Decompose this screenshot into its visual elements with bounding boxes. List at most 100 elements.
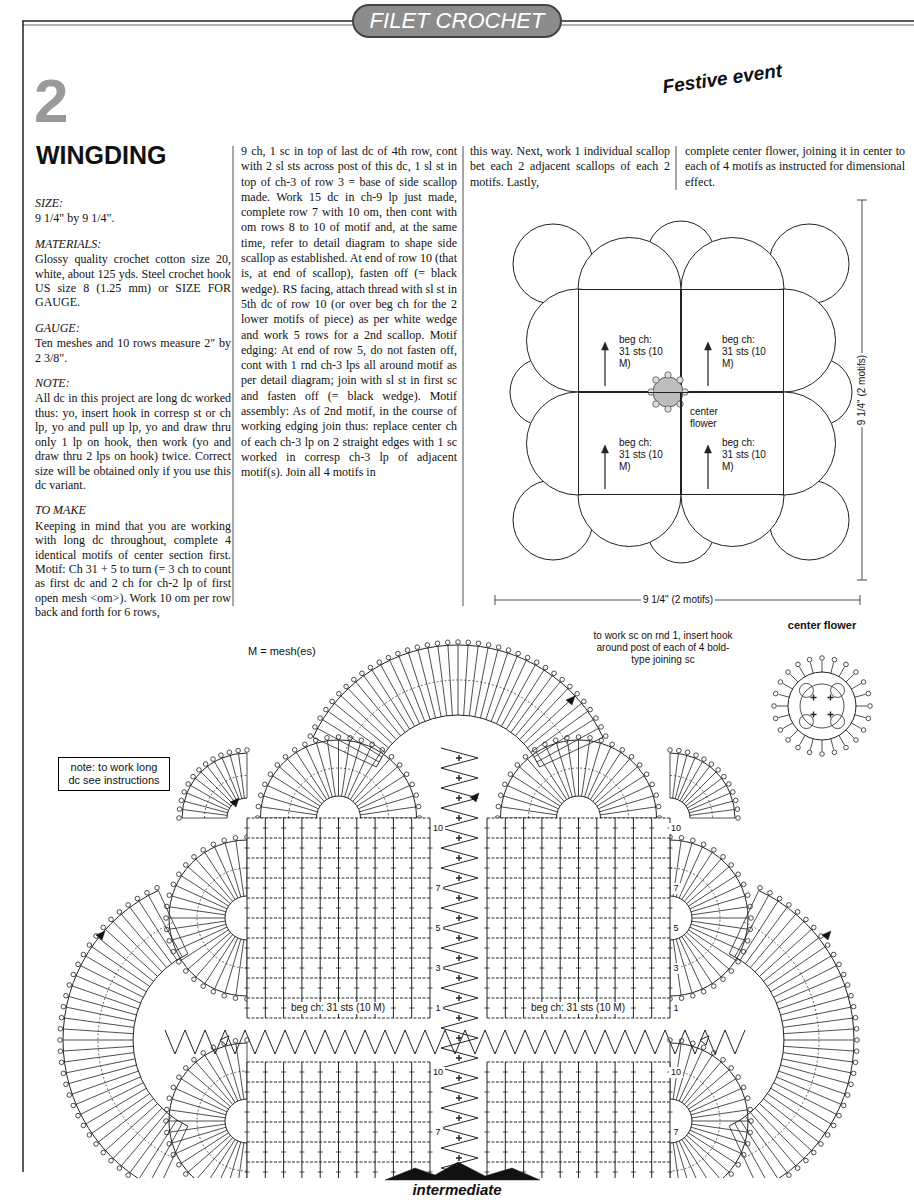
picot — [773, 691, 778, 696]
mesh-grid — [245, 818, 433, 1018]
dc-crossbar — [281, 948, 286, 949]
flower-loop — [799, 715, 813, 729]
picot — [177, 1162, 182, 1167]
picot — [76, 962, 81, 967]
dc-stitch — [63, 1046, 133, 1051]
picot — [67, 1093, 72, 1098]
picot — [94, 1142, 99, 1147]
dc-crossbar — [336, 1152, 341, 1153]
picot — [177, 807, 182, 812]
dc-crossbar — [373, 1172, 378, 1173]
dc-stitch — [783, 723, 793, 729]
picot — [283, 754, 288, 759]
dc-stitch — [760, 929, 812, 976]
flower-petal — [653, 377, 659, 383]
dc-crossbar — [281, 1092, 286, 1093]
dc-crossbar — [558, 1112, 563, 1113]
dc-stitch — [779, 986, 845, 1009]
section-heading: SIZE: — [35, 196, 231, 210]
dc-stitch — [225, 1142, 241, 1178]
dc-stitch — [590, 752, 620, 799]
picot — [192, 1057, 197, 1062]
dc-crossbar — [373, 848, 378, 849]
dc-stitch — [381, 665, 415, 726]
joining-sc — [456, 1035, 462, 1041]
picot — [192, 854, 197, 859]
chain-stitch — [247, 938, 430, 939]
dc-crossbar — [558, 1092, 563, 1093]
picot — [503, 782, 508, 787]
dc-crossbar — [245, 1132, 250, 1133]
dc-crossbar — [391, 1112, 396, 1113]
scallop — [668, 748, 741, 821]
dc-stitch — [633, 1062, 634, 1178]
dc-crossbar — [299, 908, 304, 909]
dc-crossbar — [485, 1008, 490, 1009]
scallop — [58, 885, 188, 1178]
dc-crossbar — [245, 1072, 250, 1073]
picot — [445, 640, 450, 645]
black-wedge — [822, 931, 831, 940]
picot — [820, 752, 825, 757]
dc-crossbar — [539, 828, 544, 829]
dc-stitch — [523, 1062, 524, 1178]
picot — [748, 1130, 753, 1135]
picot — [233, 1039, 238, 1044]
dc-stitch — [784, 1029, 854, 1034]
picot — [741, 1152, 746, 1157]
dc-crossbar — [318, 848, 323, 849]
dc-stitch — [66, 1059, 135, 1073]
dc-crossbar — [318, 1092, 323, 1093]
dc-crossbar — [281, 908, 286, 909]
dc-crossbar — [539, 928, 544, 929]
dimension-tick — [857, 200, 867, 580]
dc-stitch — [822, 661, 823, 672]
picot — [745, 1142, 750, 1147]
scallop — [729, 885, 859, 1178]
chain-stitch — [487, 918, 670, 919]
dc-stitch — [183, 810, 228, 816]
dc-stitch — [851, 723, 861, 729]
dc-crossbar — [336, 848, 341, 849]
dc-stitch — [679, 938, 702, 989]
dc-crossbar — [558, 888, 563, 889]
dc-crossbar — [521, 988, 526, 989]
picot — [58, 1038, 63, 1043]
picot — [337, 691, 342, 696]
dc-crossbar — [503, 888, 508, 889]
chain-stitch — [247, 898, 430, 899]
chain-stitch — [247, 918, 430, 919]
dc-stitch — [782, 1007, 851, 1021]
dc-stitch — [692, 1121, 748, 1122]
dc-crossbar — [354, 1072, 359, 1073]
picot — [741, 882, 746, 887]
dc-stitch — [750, 914, 795, 967]
dc-crossbar — [428, 968, 433, 969]
dc-crossbar — [373, 888, 378, 889]
joining-sc — [456, 1135, 462, 1141]
dc-crossbar — [391, 928, 396, 929]
dc-stitch — [239, 754, 245, 799]
dc-stitch — [196, 1062, 233, 1104]
dc-crossbar — [668, 848, 673, 849]
scallop — [308, 640, 608, 767]
dc-crossbar — [521, 928, 526, 929]
theme-tag: Festive event — [661, 58, 783, 98]
picot — [731, 790, 736, 795]
dc-crossbar — [558, 1152, 563, 1153]
legend-note: M = mesh(es) — [248, 645, 316, 658]
picot — [599, 725, 604, 730]
dc-stitch — [528, 703, 582, 747]
dc-crossbar — [281, 1172, 286, 1173]
dc-stitch — [781, 996, 849, 1014]
picot — [787, 1173, 792, 1178]
dc-stitch — [113, 1108, 162, 1158]
dc-stitch — [225, 1046, 241, 1100]
joining-sc — [456, 1015, 462, 1021]
picot — [820, 656, 825, 661]
dc-crossbar — [245, 1092, 250, 1093]
picot — [796, 745, 801, 750]
picot — [701, 1045, 706, 1050]
dc-crossbar — [245, 828, 250, 829]
picot — [851, 1071, 856, 1076]
